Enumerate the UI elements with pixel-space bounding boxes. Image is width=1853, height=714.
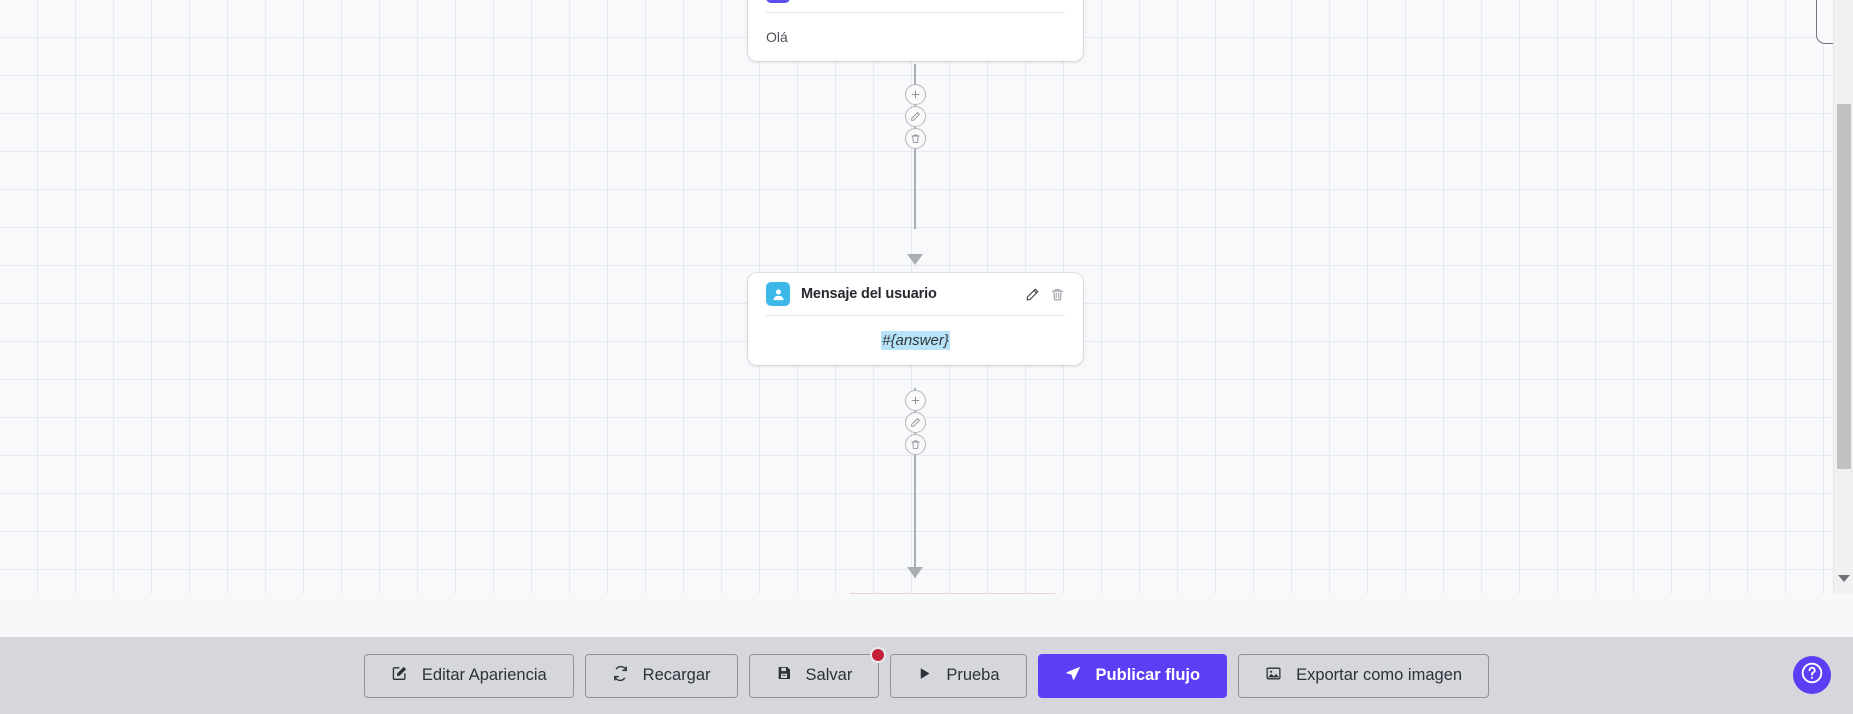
node-header: Mensaje del usuario — [766, 273, 1065, 315]
variable-token: #{answer} — [881, 331, 950, 350]
delete-edge-button[interactable] — [905, 128, 926, 149]
node-body: #{answer} — [766, 316, 1065, 350]
delete-edge-button[interactable] — [905, 434, 926, 455]
flow-edge-2-arrowhead — [907, 567, 923, 578]
button-label: Editar Apariencia — [421, 666, 547, 685]
flow-canvas[interactable]: Mensaje del Sistema — [0, 0, 1853, 594]
node-title: Mensaje del usuario — [801, 286, 937, 302]
flow-edge-2 — [914, 388, 916, 578]
pencil-icon[interactable] — [1025, 287, 1040, 302]
rocket-icon — [1065, 665, 1082, 687]
button-label: Recargar — [642, 666, 711, 685]
robot-icon — [766, 0, 790, 3]
button-label: Salvar — [805, 666, 853, 685]
edit-square-icon — [391, 665, 408, 687]
edit-edge-button[interactable] — [905, 106, 926, 127]
help-button[interactable] — [1793, 656, 1831, 694]
edit-edge-button[interactable] — [905, 412, 926, 433]
publish-flow-button[interactable]: Publicar flujo — [1037, 653, 1228, 698]
scrollbar-thumb[interactable] — [1837, 104, 1851, 469]
flow-edge-1-arrowhead — [907, 254, 923, 265]
reload-button[interactable]: Recargar — [584, 653, 738, 698]
node-actions — [1025, 287, 1065, 302]
button-label: Publicar flujo — [1095, 666, 1201, 685]
flow-node-system-message[interactable]: Mensaje del Sistema — [748, 0, 1083, 61]
add-node-button[interactable] — [905, 84, 926, 105]
chevron-down-icon[interactable] — [1838, 575, 1850, 582]
save-icon — [776, 665, 792, 686]
node-body: Olá — [766, 29, 788, 45]
canvas-vertical-scrollbar[interactable] — [1833, 0, 1853, 594]
node-divider — [766, 12, 1065, 13]
node-divider — [766, 315, 1065, 316]
unsaved-changes-badge — [870, 646, 887, 663]
refresh-icon — [612, 665, 629, 687]
button-label: Prueba — [946, 666, 1000, 685]
button-label: Exportar como imagen — [1296, 666, 1463, 685]
edge-1-tools — [905, 84, 926, 149]
user-icon — [766, 282, 790, 306]
canvas-toolbar-gap — [0, 594, 1853, 637]
question-circle-icon — [1799, 660, 1825, 691]
play-icon — [917, 666, 932, 686]
edit-appearance-button[interactable]: Editar Apariencia — [363, 653, 574, 698]
node-header: Mensaje del Sistema — [766, 0, 1065, 12]
image-icon — [1265, 665, 1282, 687]
canvas-baseline — [850, 593, 1055, 594]
save-button[interactable]: Salvar — [748, 646, 887, 698]
trash-icon[interactable] — [1050, 287, 1065, 302]
flow-node-user-message[interactable]: Mensaje del usuario — [748, 273, 1083, 365]
edge-2-tools — [905, 390, 926, 455]
add-node-button[interactable] — [905, 390, 926, 411]
test-button[interactable]: Prueba — [890, 653, 1027, 698]
bottom-toolbar: Editar Apariencia Recargar Sa — [0, 637, 1853, 714]
export-image-button[interactable]: Exportar como imagen — [1238, 653, 1490, 698]
